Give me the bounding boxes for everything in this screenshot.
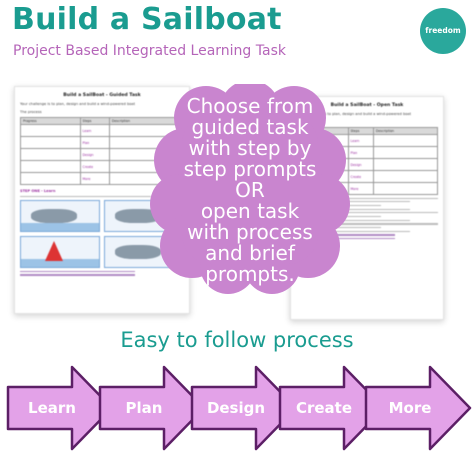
worksheet-section-heading: STEP ONE - Learn <box>20 189 56 193</box>
column-header: Steps <box>79 117 110 125</box>
callout-line: with step by <box>188 136 312 160</box>
description-cell <box>372 158 439 171</box>
arrow-shape <box>6 365 114 451</box>
description-cell <box>372 134 439 147</box>
text-line <box>296 230 410 232</box>
sail-shape <box>45 240 63 261</box>
worksheet-intro: Your challenge is to plan, design and bu… <box>296 112 412 116</box>
process-arrow-design: Design <box>190 365 298 451</box>
progress-cell <box>20 172 81 185</box>
process-arrow-create: Create <box>278 365 386 451</box>
model-shape <box>115 244 161 259</box>
table-step: Design <box>79 148 110 161</box>
page-title: Build a Sailboat <box>12 2 282 37</box>
text-line <box>296 201 410 203</box>
text-line <box>20 270 135 272</box>
callout-line: open task <box>200 199 300 223</box>
reference-photo <box>20 199 100 232</box>
worksheet-table-header: The process <box>20 110 42 114</box>
callout-text: Choose from guided task with step by ste… <box>150 96 350 285</box>
table-step: Learn <box>347 134 374 147</box>
callout-line: prompts. <box>205 262 295 286</box>
text-line <box>296 234 396 236</box>
process-arrow-more: More <box>364 365 472 451</box>
page-subtitle: Project Based Integrated Learning Task <box>13 43 286 59</box>
process-arrow-learn: Learn <box>6 365 114 451</box>
callout-line: OR <box>235 178 265 202</box>
column-header: Steps <box>347 127 374 135</box>
arrow-shape <box>278 365 386 451</box>
text-line <box>296 238 396 240</box>
progress-cell <box>20 148 81 161</box>
text-line <box>296 219 410 221</box>
text-line <box>296 227 382 229</box>
table-step: Plan <box>79 136 110 149</box>
progress-cell <box>20 124 81 137</box>
arrow-label: Learn <box>28 399 76 417</box>
callout-line: guided task <box>191 115 309 139</box>
arrow-label: Create <box>295 399 353 417</box>
text-line <box>296 208 410 210</box>
callout-line: and brief <box>205 241 295 265</box>
worksheet-title: Build a SailBoat - Open Task <box>330 103 404 108</box>
text-line <box>296 197 438 199</box>
callout-line: step prompts <box>183 157 317 181</box>
text-line <box>296 212 438 214</box>
table-step: More <box>79 172 110 185</box>
process-heading: Easy to follow process <box>120 328 354 352</box>
arrow-label: Plan <box>125 399 163 417</box>
table-step: Create <box>79 160 110 173</box>
description-cell <box>372 146 439 159</box>
description-cell <box>372 170 439 183</box>
worksheet-text-lines <box>20 195 184 197</box>
progress-cell <box>20 136 81 149</box>
arrow-shape <box>190 365 298 451</box>
text-line <box>296 223 438 225</box>
progress-cell <box>20 160 81 173</box>
cloud-fill <box>150 84 350 294</box>
arrow-label: More <box>388 399 432 417</box>
water-shape <box>21 258 99 267</box>
brand-logo: freedom <box>420 8 466 54</box>
text-line <box>20 195 152 197</box>
table-step: Learn <box>79 124 110 137</box>
arrow-label: Design <box>206 399 266 417</box>
model-shape <box>115 208 161 223</box>
open-task-worksheet: Build a SailBoat - Open Task Your challe… <box>290 96 444 320</box>
column-header: Description <box>372 127 439 135</box>
water-shape <box>21 222 99 231</box>
column-header: Progress <box>20 117 81 125</box>
callout-line: Choose from <box>186 94 314 118</box>
worksheet-text-lines <box>20 270 184 276</box>
reference-photo <box>20 235 100 268</box>
callout-cloud-shape <box>150 84 350 294</box>
callout-line: with process <box>187 220 313 244</box>
table-step: Create <box>347 170 374 183</box>
process-table: Progress Steps Description Learn Plan De… <box>20 117 185 185</box>
table-step: Design <box>347 158 374 171</box>
table-step: More <box>347 182 374 195</box>
brand-logo-text: freedom <box>425 26 461 36</box>
table-step: Plan <box>347 146 374 159</box>
arrow-shape <box>364 365 472 451</box>
worksheet-title: Build a SailBoat - Guided Task <box>63 93 141 98</box>
text-line <box>20 274 135 276</box>
arrow-shape <box>98 365 206 451</box>
boat-hull-shape <box>31 208 77 223</box>
worksheet-intro: Your challenge is to plan, design and bu… <box>20 102 136 106</box>
process-arrow-plan: Plan <box>98 365 206 451</box>
description-cell <box>372 182 439 195</box>
